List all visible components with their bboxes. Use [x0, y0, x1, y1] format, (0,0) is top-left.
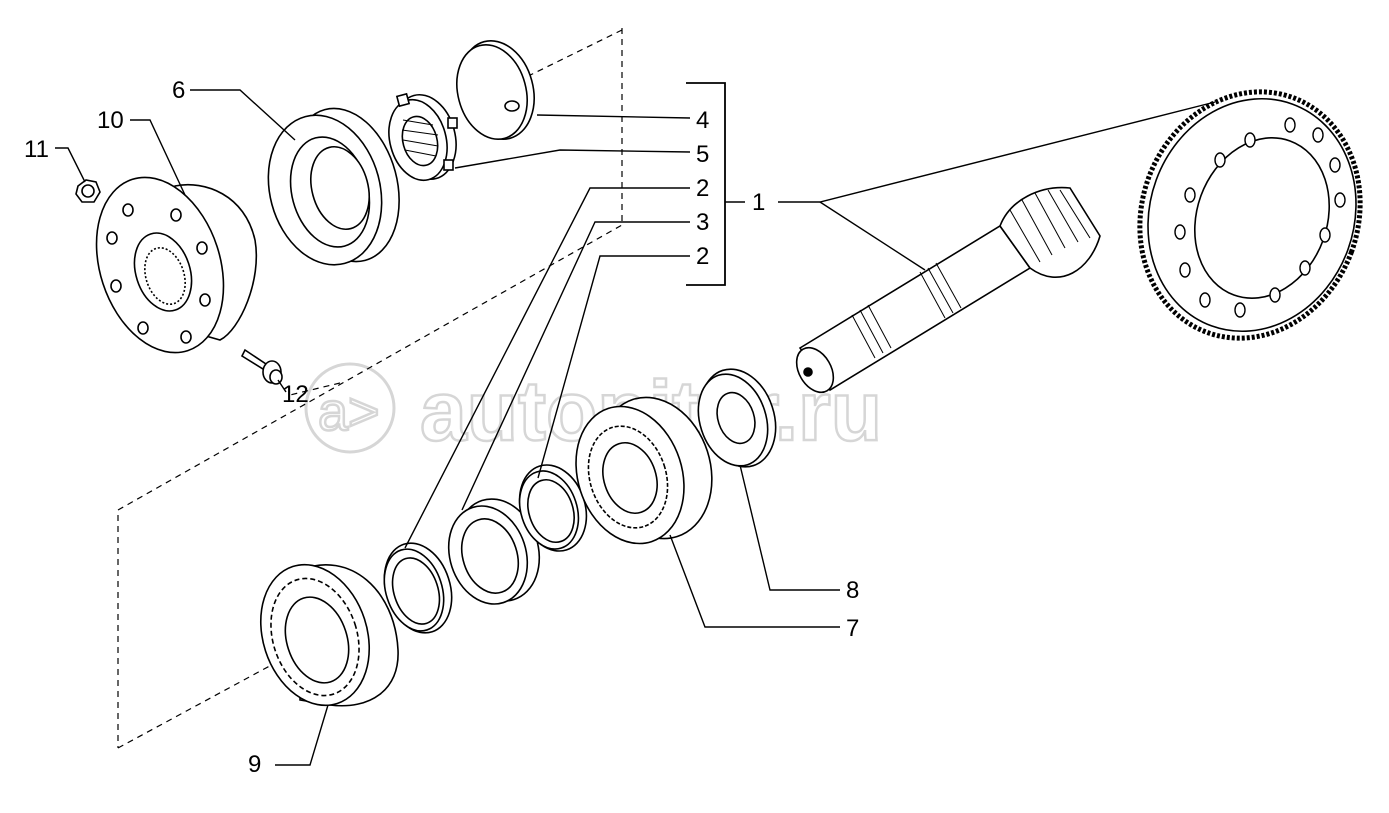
leader-lines	[55, 89, 1216, 766]
part-number-labels: 1 2 3 2 4 5 6 7 8 9 10 11 12	[24, 77, 859, 778]
label-part-4: 4	[696, 107, 709, 134]
washer-part-8	[697, 368, 777, 468]
label-part-10: 10	[97, 107, 124, 134]
group-bracket	[686, 82, 726, 286]
label-part-2-lower: 2	[696, 243, 709, 270]
label-part-7: 7	[846, 615, 859, 642]
label-part-3: 3	[696, 209, 709, 236]
spacer-part-3	[447, 498, 541, 605]
watermark-logo-icon	[304, 362, 396, 454]
ring-part-2-right	[518, 464, 588, 552]
label-part-9: 9	[248, 751, 261, 778]
flange-part-10	[95, 176, 258, 354]
label-part-6: 6	[172, 77, 185, 104]
ring-part-2-left	[383, 542, 453, 634]
shim-part-4	[456, 40, 535, 140]
label-part-2-upper: 2	[696, 175, 709, 202]
castle-nut-part-5	[388, 92, 458, 182]
bolt-part-12	[240, 348, 283, 385]
bearing-cup-part-6	[267, 107, 400, 266]
label-part-11: 11	[24, 136, 49, 163]
label-part-8: 8	[846, 577, 859, 604]
roller-bearing-part-7	[575, 396, 713, 545]
ring-gear-part-1	[1137, 89, 1363, 341]
label-part-12: 12	[282, 381, 309, 408]
label-part-5: 5	[696, 141, 709, 168]
tapered-bearing-part-9	[259, 563, 399, 707]
watermark-logo-glyph: a>	[318, 382, 380, 442]
nut-part-11	[75, 179, 101, 203]
label-part-1: 1	[752, 189, 765, 216]
pinion-shaft-part-1	[795, 186, 1101, 394]
